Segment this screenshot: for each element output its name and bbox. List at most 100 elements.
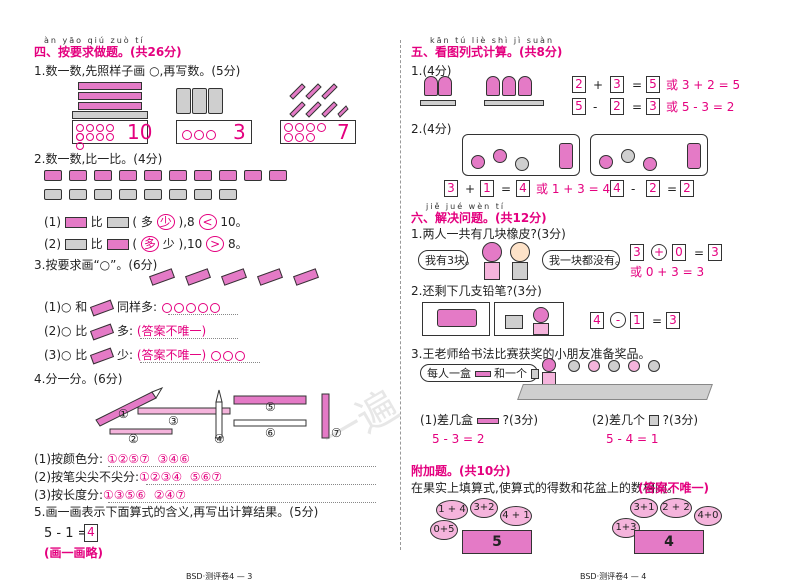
s3-text: 3.王老师给书法比赛获奖的小朋友准备奖品。 <box>411 347 651 361</box>
s3-q1: (1)差几盒 ?(3分) <box>420 413 539 427</box>
q3-text: 3.按要求画“○”。(6分) <box>34 258 158 272</box>
q1-answer-3: 7 <box>337 120 350 144</box>
calculators-image <box>176 88 224 118</box>
sharpener-icon <box>119 170 137 181</box>
r1-eq2-b: 2 <box>610 98 624 115</box>
r1-eq2-result: 3 <box>646 98 660 115</box>
q4-shapes <box>95 386 330 439</box>
q3-line-1: (1)○ 和 同样多: <box>44 299 221 316</box>
sec4-title: 四、按要求做题。(共26分) <box>34 45 182 59</box>
pot1-number: 5 <box>462 530 532 554</box>
q4-answer-1: (1)按颜色分: ①②⑤⑦ ③④⑥ <box>34 452 190 466</box>
r2-eq2-eq: = <box>667 182 678 196</box>
pencil-box-icon <box>221 268 247 286</box>
scene-image-1 <box>462 134 580 176</box>
s1-eq-b: 0 <box>672 244 686 261</box>
pencil-box-icon <box>90 347 115 364</box>
eraser-row <box>44 189 304 201</box>
teacher-bubble: 每人一盒 和一个 <box>420 364 539 382</box>
r1-eq2-eq: = <box>632 100 643 114</box>
sharpener-icon <box>44 170 62 181</box>
left-footer: BSD·测评卷4 — 3 <box>186 572 253 581</box>
sharpener-icon <box>169 170 187 181</box>
teacher-bubble-text: 每人一盒 和一个 <box>427 367 539 381</box>
s1-eq-a: 3 <box>630 244 644 261</box>
q3-line-3: (3)○ 比 少: (答案不唯一) <box>44 347 246 364</box>
s1-eq-op: + <box>651 244 667 260</box>
eraser-icon <box>169 189 187 200</box>
r-q2-text: 2.(4分) <box>411 122 452 136</box>
student-figure <box>628 360 640 372</box>
q1-answer-box-1: 10 <box>72 120 152 150</box>
r2-eq2-b: 2 <box>646 180 660 197</box>
s2-text: 2.还剩下几支铅笔?(3分) <box>411 284 542 298</box>
q1-text: 1.数一数,先照样子画 ○,再写数。(5分) <box>34 64 241 78</box>
pencil-box-icon <box>293 268 319 286</box>
student-figure <box>568 360 580 372</box>
sharpener-icon <box>69 170 87 181</box>
q4-text: 4.分一分。(6分) <box>34 372 123 386</box>
eraser-icon <box>69 189 87 200</box>
sec6-title: 六、解决问题。(共12分) <box>411 211 547 225</box>
q4-answer-3: (3)按长度分:①③⑤⑥ ②④⑦ <box>34 488 186 502</box>
r1-eq2-a: 5 <box>572 98 586 115</box>
r1-eq1-b: 3 <box>610 76 624 93</box>
s3-a2: 5 - 4 = 1 <box>606 432 659 446</box>
pot1-fruit-4: 0+5 <box>430 520 458 540</box>
r-q1-text: 1.(4分) <box>411 64 452 78</box>
s2-eq-op: - <box>610 312 626 328</box>
r1-eq1-result: 5 <box>646 76 660 93</box>
student-figure <box>648 360 660 372</box>
pot2-fruit-2: 2 + 2 <box>660 498 692 518</box>
pot2-fruit-4: 1+3 <box>612 518 640 538</box>
student-figure <box>608 360 620 372</box>
q5-note: (画一画略) <box>44 546 103 560</box>
eraser-icon <box>106 217 129 228</box>
student-figure <box>588 360 600 372</box>
sharpener-icon <box>219 170 237 181</box>
sec6-pinyin: jiě jué wèn tí <box>426 202 506 211</box>
sec5-title: 五、看图列式计算。(共8分) <box>411 45 563 59</box>
pot1-fruit-2: 3+2 <box>470 498 498 518</box>
label-3: ③ <box>168 414 179 428</box>
pot1-fruit-1: 1 + 4 <box>436 500 468 520</box>
q5-text: 5.画一画表示下面算式的含义,再写出计算结果。(5分) <box>34 505 319 519</box>
bubble-2-text: 我一块都没有。 <box>549 254 626 267</box>
pencil-box-icon <box>90 299 115 316</box>
sharpener-icon <box>94 170 112 181</box>
r2-eq1-eq: = <box>501 182 512 196</box>
bubble-1-text: 我有3块。 <box>425 254 476 267</box>
eraser-icon <box>144 189 162 200</box>
q1-answer-1: 10 <box>127 120 153 144</box>
flower-pot-2: 3+1 2 + 2 4+0 1+3 4 <box>606 494 726 560</box>
sharpener-icon <box>194 170 212 181</box>
sharpener-icon <box>269 170 287 181</box>
girl-image <box>494 302 564 336</box>
lamp-group-1 <box>420 76 460 110</box>
r1-eq2-alt: 或 5 - 3 = 2 <box>666 100 735 114</box>
eraser-icon <box>219 189 237 200</box>
r1-eq1-eq: = <box>632 78 643 92</box>
speech-bubble-1: 我有3块。 <box>418 250 476 270</box>
q5-answer: 4 <box>84 524 98 542</box>
label-1: ① <box>118 407 129 421</box>
bonus-note: (答案不唯一) <box>638 481 709 495</box>
r1-eq1-a: 2 <box>572 76 586 93</box>
s2-eq-a: 4 <box>590 312 604 329</box>
lamp-group-2 <box>484 76 548 110</box>
q4-answer-2: (2)按笔尖尖不尖分:①②③④ ⑤⑥⑦ <box>34 470 222 484</box>
label-4: ④ <box>214 432 225 446</box>
eraser-icon <box>44 189 62 200</box>
eraser-icon <box>194 189 212 200</box>
bonus-title: 附加题。(共10分) <box>411 464 511 478</box>
q1-answer-2: 3 <box>233 120 246 144</box>
pot2-fruit-1: 3+1 <box>630 498 658 518</box>
q2-line-1: (1) 比 ( 多 少 ),8 < 10。 <box>44 214 248 230</box>
s3-a1: 5 - 3 = 2 <box>432 432 485 446</box>
pencil-box-icon <box>185 268 211 286</box>
speech-bubble-2: 我一块都没有。 <box>542 250 626 270</box>
label-6: ⑥ <box>265 426 276 440</box>
sharpener-icon <box>144 170 162 181</box>
label-5: ⑤ <box>265 400 276 414</box>
sharpener-icon <box>106 239 129 250</box>
